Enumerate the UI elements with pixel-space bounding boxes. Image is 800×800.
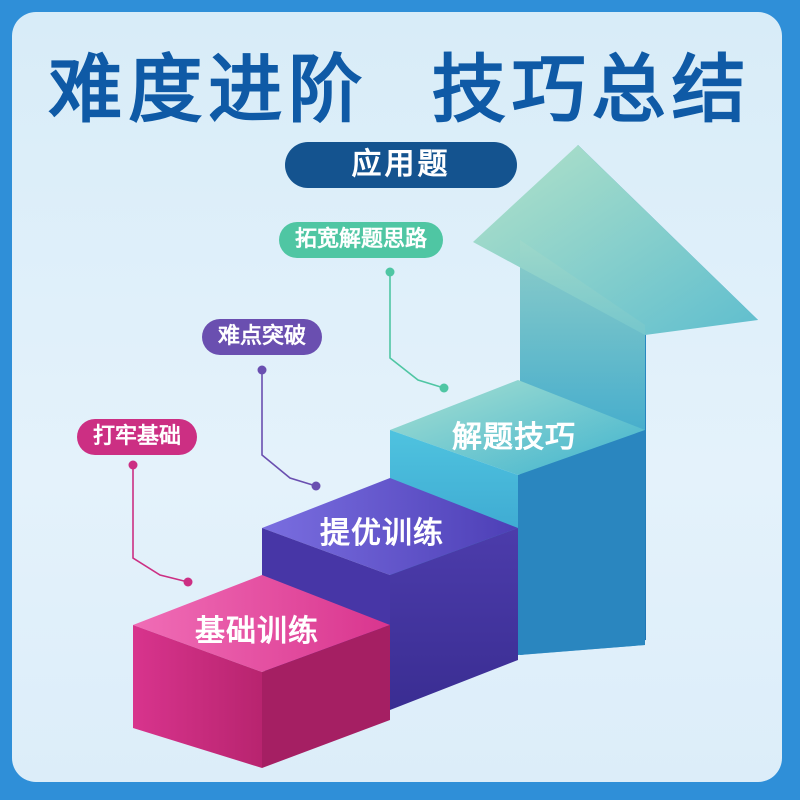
tag-expand-thinking: 拓宽解题思路: [279, 222, 444, 258]
connector-1: [128, 460, 193, 587]
tag-build-foundation: 打牢基础: [77, 419, 198, 455]
tag-breakthrough: 难点突破: [202, 319, 323, 355]
step-1-block: [133, 575, 390, 768]
step-3-label: 解题技巧: [452, 420, 576, 455]
connector-3: [385, 267, 449, 393]
subtitle-pill: 应用题: [285, 142, 517, 188]
step-1-label: 基础训练: [195, 614, 319, 649]
connector-2: [257, 365, 321, 491]
page-title: 难度进阶 技巧总结: [48, 47, 752, 133]
step-2-label: 提优训练: [320, 516, 444, 551]
